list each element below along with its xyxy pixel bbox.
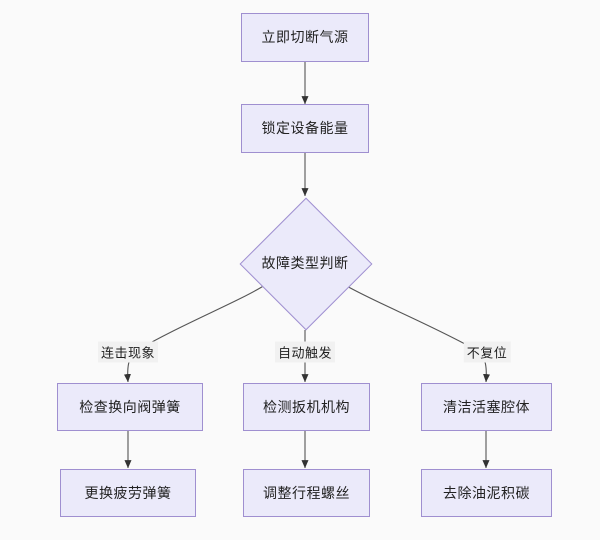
node-label: 检测扳机机构 bbox=[263, 398, 350, 415]
node-label: 更换疲劳弹簧 bbox=[84, 484, 172, 501]
node-label: 立即切断气源 bbox=[261, 29, 349, 46]
node-label: 调整行程螺丝 bbox=[263, 484, 350, 501]
node-cut-air-supply[interactable]: 立即切断气源 bbox=[241, 13, 369, 62]
edge-label-middle-branch: 自动触发 bbox=[274, 341, 336, 363]
node-label: 故障类型判断 bbox=[261, 254, 349, 271]
node-replace-fatigued-spring[interactable]: 更换疲劳弹簧 bbox=[60, 469, 196, 517]
node-lock-equipment-energy[interactable]: 锁定设备能量 bbox=[241, 104, 369, 153]
node-remove-sludge-carbon[interactable]: 去除油泥积碳 bbox=[421, 469, 552, 517]
edge-label-left-branch: 连击现象 bbox=[97, 341, 159, 363]
node-check-valve-spring[interactable]: 检查换向阀弹簧 bbox=[57, 383, 203, 431]
node-fault-type-decision[interactable]: 故障类型判断 bbox=[239, 196, 373, 331]
node-label: 锁定设备能量 bbox=[261, 120, 349, 137]
node-inspect-trigger-mechanism[interactable]: 检测扳机机构 bbox=[243, 383, 370, 431]
node-label: 检查换向阀弹簧 bbox=[79, 398, 181, 415]
node-adjust-stroke-screw[interactable]: 调整行程螺丝 bbox=[243, 469, 370, 517]
node-label: 去除油泥积碳 bbox=[443, 484, 530, 501]
node-label: 清洁活塞腔体 bbox=[443, 398, 530, 415]
edge-label-right-branch: 不复位 bbox=[463, 341, 511, 363]
node-clean-piston-chamber[interactable]: 清洁活塞腔体 bbox=[421, 383, 552, 431]
